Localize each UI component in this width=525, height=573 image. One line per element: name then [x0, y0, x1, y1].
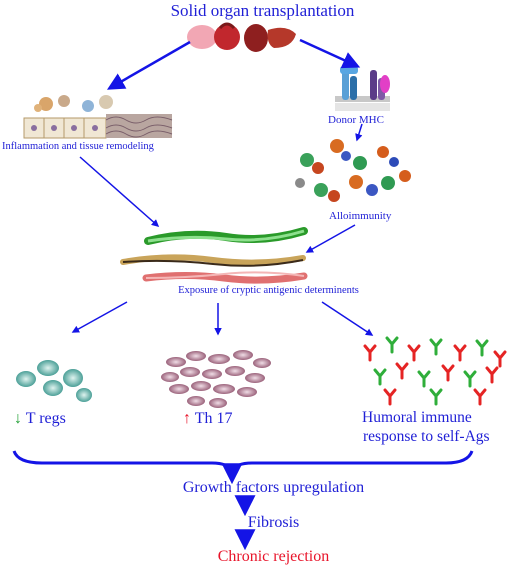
donor-mhc-label: Donor MHC: [328, 114, 384, 126]
arrow-to-humoral: [321, 301, 374, 336]
up-arrow-icon: ↑: [183, 410, 191, 427]
growth-factors-label: Growth factors upregulation: [182, 479, 365, 496]
tregs-text: T regs: [25, 410, 66, 427]
organs-icon: [187, 22, 296, 52]
convergence-brace: [12, 450, 474, 475]
antibody-cluster-icon: [295, 139, 411, 202]
tregs-label: ↓ T regs: [14, 410, 66, 428]
arrow-allo-to-exposure: [305, 224, 356, 253]
exposure-label: Exposure of cryptic antigenic determinen…: [178, 285, 359, 296]
autoantibodies-icon: [363, 336, 507, 406]
collagen-fibers-icon: [120, 227, 308, 284]
arrow-to-inflammation: [106, 40, 191, 90]
diagram-title: Solid organ transplantation: [170, 1, 355, 20]
treg-cells-icon: [16, 360, 92, 402]
tissue-remodeling-icon: [23, 95, 173, 139]
alloimmunity-label: Alloimmunity: [329, 210, 392, 222]
th17-cells-icon: [161, 350, 271, 408]
fibrosis-label: Fibrosis: [247, 514, 300, 531]
flow-arrows: [12, 38, 474, 551]
arrow-to-mhc: [299, 38, 361, 69]
arrow-to-tregs: [71, 301, 128, 333]
humoral-label-line1: Humoral immune: [362, 409, 472, 426]
humoral-label-line2: response to self-Ags: [363, 428, 490, 445]
chronic-rejection-label: Chronic rejection: [217, 548, 330, 565]
down-arrow-icon: ↓: [14, 410, 22, 427]
th17-label: ↑ Th 17: [183, 410, 233, 428]
th17-text: Th 17: [194, 410, 233, 427]
inflammation-label: Inflammation and tissue remodeling: [2, 141, 154, 152]
arrow-inflammation-to-exposure: [79, 156, 160, 227]
arrow-mhc-to-allo: [355, 123, 363, 142]
mhc-receptor-icon: [335, 66, 390, 111]
